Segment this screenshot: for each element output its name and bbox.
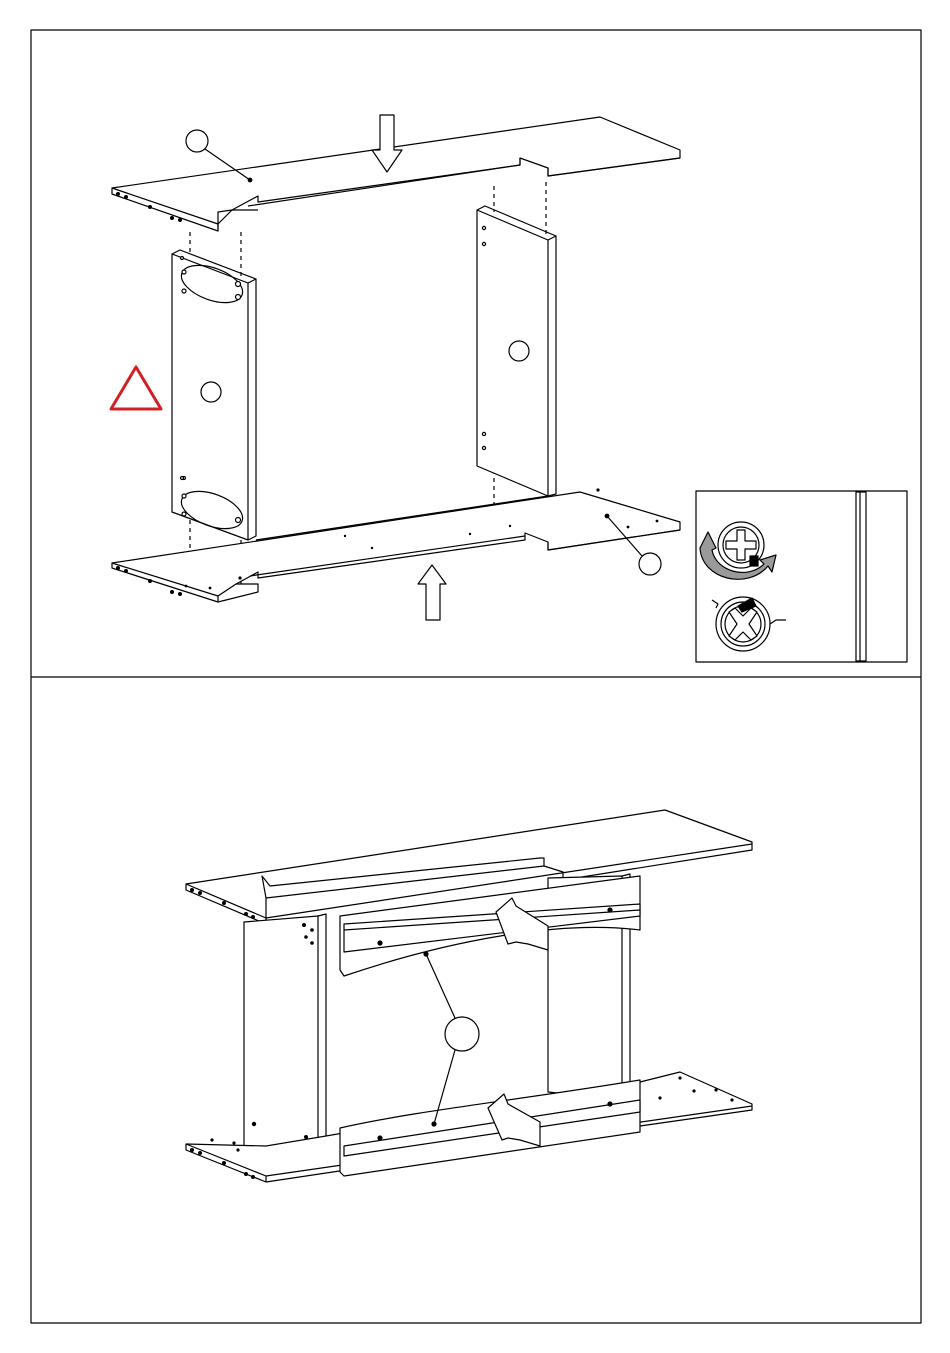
step-1-panel [111,115,907,662]
step-2-panel [186,810,752,1182]
up-arrow-icon [418,565,446,620]
left-side-panel [172,250,256,540]
lower-back-rail [340,1080,640,1176]
cam-lock-inset [696,491,907,662]
top-panel [112,117,680,231]
warning-triangle-icon [111,367,161,409]
assembled-left-panel [244,914,326,1168]
callout-top-panel [186,130,208,152]
callout-back-rails [445,1017,479,1051]
leader-upper-rail [426,954,455,1018]
callout-bottom-panel [639,553,661,575]
right-side-panel [477,206,556,496]
